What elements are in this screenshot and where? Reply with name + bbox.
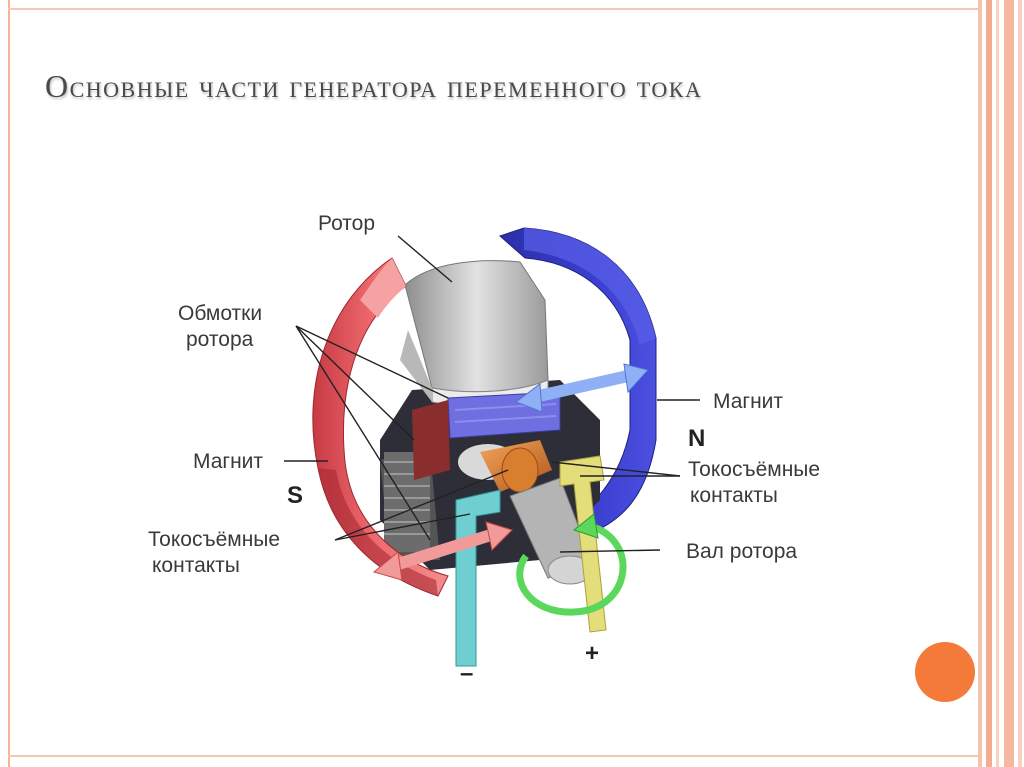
magnetic-arrow-red bbox=[372, 521, 513, 581]
label-contacts-left-line1: Токосъёмные bbox=[148, 528, 281, 551]
label-shaft: Вал ротора bbox=[686, 540, 798, 563]
label-rotor-windings-line1: Обмотки bbox=[178, 302, 263, 325]
label-contacts-right-line1: Токосъёмные bbox=[688, 458, 821, 481]
accent-circle bbox=[915, 642, 975, 702]
slide-border-left bbox=[8, 0, 10, 767]
label-magnet-left: Магнит bbox=[193, 450, 264, 473]
slide-border-bottom bbox=[8, 755, 978, 757]
rotor-core bbox=[400, 260, 549, 408]
label-contacts-left-line2: контакты bbox=[152, 554, 240, 577]
leader-lines bbox=[284, 235, 700, 553]
label-plus: + bbox=[585, 640, 600, 667]
rotation-arrow bbox=[516, 513, 627, 616]
label-pole-n: N bbox=[688, 425, 706, 452]
brush-minus bbox=[455, 489, 501, 667]
label-contacts-right-line2: контакты bbox=[690, 484, 778, 507]
slip-rings bbox=[458, 440, 552, 493]
slide-title: Основные части генератора переменного то… bbox=[45, 68, 703, 104]
label-minus: – bbox=[460, 660, 474, 687]
label-rotor-windings-line2: ротора bbox=[186, 328, 254, 351]
magnetic-arrow-blue bbox=[514, 363, 649, 413]
label-pole-s: S bbox=[287, 482, 304, 509]
slide-border-top bbox=[8, 8, 978, 10]
label-magnet-right: Магнит bbox=[713, 390, 784, 413]
label-rotor: Ротор bbox=[318, 212, 376, 235]
magnet-s-shape bbox=[312, 257, 449, 597]
slide-right-stripes bbox=[978, 0, 1024, 767]
brush-plus bbox=[559, 455, 607, 633]
